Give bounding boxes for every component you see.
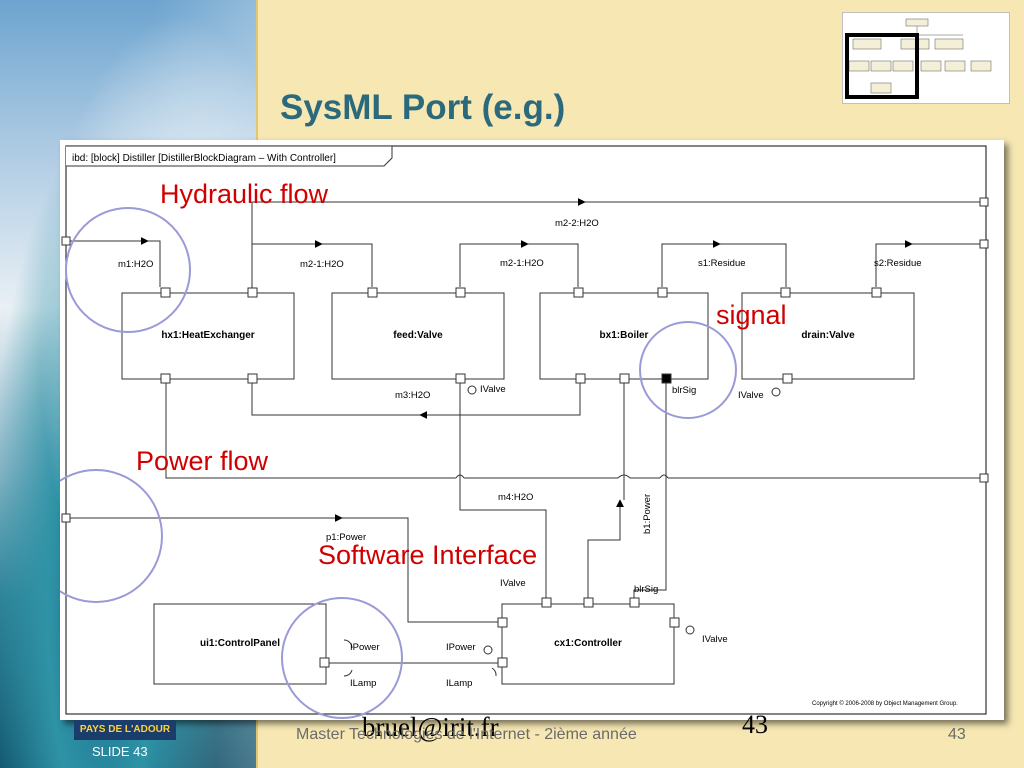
ibd-diagram: ibd: [block] Distiller [DistillerBlockDi…	[29, 140, 1004, 720]
svg-text:IValve: IValve	[738, 390, 764, 401]
svg-text:IValve: IValve	[480, 384, 506, 395]
svg-text:ILamp: ILamp	[446, 678, 472, 689]
copyright: Copyright © 2006-2008 by Object Manageme…	[812, 700, 958, 707]
slide-label: SLIDE 43	[92, 744, 148, 759]
slide-title: SysML Port (e.g.)	[280, 88, 566, 127]
software-interface-label: Software Interface	[318, 540, 537, 570]
block-ports	[160, 287, 882, 668]
svg-text:blrSig: blrSig	[634, 584, 658, 595]
block-heat-exchanger: hx1:HeatExchanger	[121, 292, 295, 380]
svg-text:s2:Residue: s2:Residue	[874, 258, 922, 269]
interface-symbols	[343, 385, 781, 677]
block-feed-valve: feed:Valve	[331, 292, 505, 380]
overview-thumbnail	[842, 12, 1010, 104]
diagram-header-tab	[66, 145, 393, 167]
svg-text:m3:H2O: m3:H2O	[395, 390, 430, 401]
diagram-header: ibd: [block] Distiller [DistillerBlockDi…	[72, 153, 336, 164]
block-controller: cx1:Controller	[501, 603, 675, 685]
svg-text:bx1:Boiler: bx1:Boiler	[600, 330, 649, 341]
signal-label: signal	[716, 300, 787, 330]
footer-course: Master Technologies de l'Internet - 2ièm…	[296, 726, 637, 743]
svg-text:ILamp: ILamp	[350, 678, 376, 689]
svg-text:blrSig: blrSig	[672, 385, 696, 396]
svg-text:m4:H2O: m4:H2O	[498, 492, 533, 503]
svg-text:ui1:ControlPanel: ui1:ControlPanel	[200, 638, 280, 649]
hydraulic-circle	[65, 207, 191, 333]
flow-labels: m1:H2O m2-2:H2O m2-1:H2O m2-1:H2O s1:Res…	[118, 218, 922, 543]
footer-big-number: 43	[742, 710, 768, 739]
svg-text:IValve: IValve	[500, 578, 526, 589]
footer-page-number: 43	[948, 726, 966, 743]
svg-text:s1:Residue: s1:Residue	[698, 258, 746, 269]
svg-text:m2-1:H2O: m2-1:H2O	[300, 259, 344, 270]
signal-circle	[639, 321, 737, 419]
annotations: Hydraulic flow signal Power flow Softwar…	[136, 179, 787, 570]
block-boiler: bx1:Boiler	[539, 292, 709, 380]
software-circle	[281, 597, 403, 719]
svg-text:IPower: IPower	[446, 642, 476, 653]
thumbnail-highlight-frame	[845, 33, 919, 99]
svg-text:m2-2:H2O: m2-2:H2O	[555, 218, 599, 229]
svg-text:IPower: IPower	[350, 642, 380, 653]
block-drain-valve: drain:Valve	[741, 292, 915, 380]
svg-text:m2-1:H2O: m2-1:H2O	[500, 258, 544, 269]
power-flow-label: Power flow	[136, 446, 269, 476]
svg-text:feed:Valve: feed:Valve	[393, 330, 443, 341]
port-labels: IValve blrSig IValve IValve blrSig IValv…	[350, 384, 764, 689]
hydraulic-flow-label: Hydraulic flow	[160, 179, 329, 209]
region-logo: PAYS DE L'ADOUR	[74, 720, 176, 740]
boundary-ports	[61, 197, 989, 523]
svg-text:IValve: IValve	[702, 634, 728, 645]
svg-text:m1:H2O: m1:H2O	[118, 259, 153, 270]
svg-text:p1:Power: p1:Power	[326, 532, 366, 543]
svg-text:hx1:HeatExchanger: hx1:HeatExchanger	[161, 330, 254, 341]
svg-text:b1:Power: b1:Power	[642, 494, 653, 534]
ibd-canvas: ibd: [block] Distiller [DistillerBlockDi…	[29, 145, 989, 719]
svg-text:drain:Valve: drain:Valve	[801, 330, 855, 341]
svg-text:cx1:Controller: cx1:Controller	[554, 638, 622, 649]
footer-email: bruel@irit.fr	[362, 712, 499, 742]
